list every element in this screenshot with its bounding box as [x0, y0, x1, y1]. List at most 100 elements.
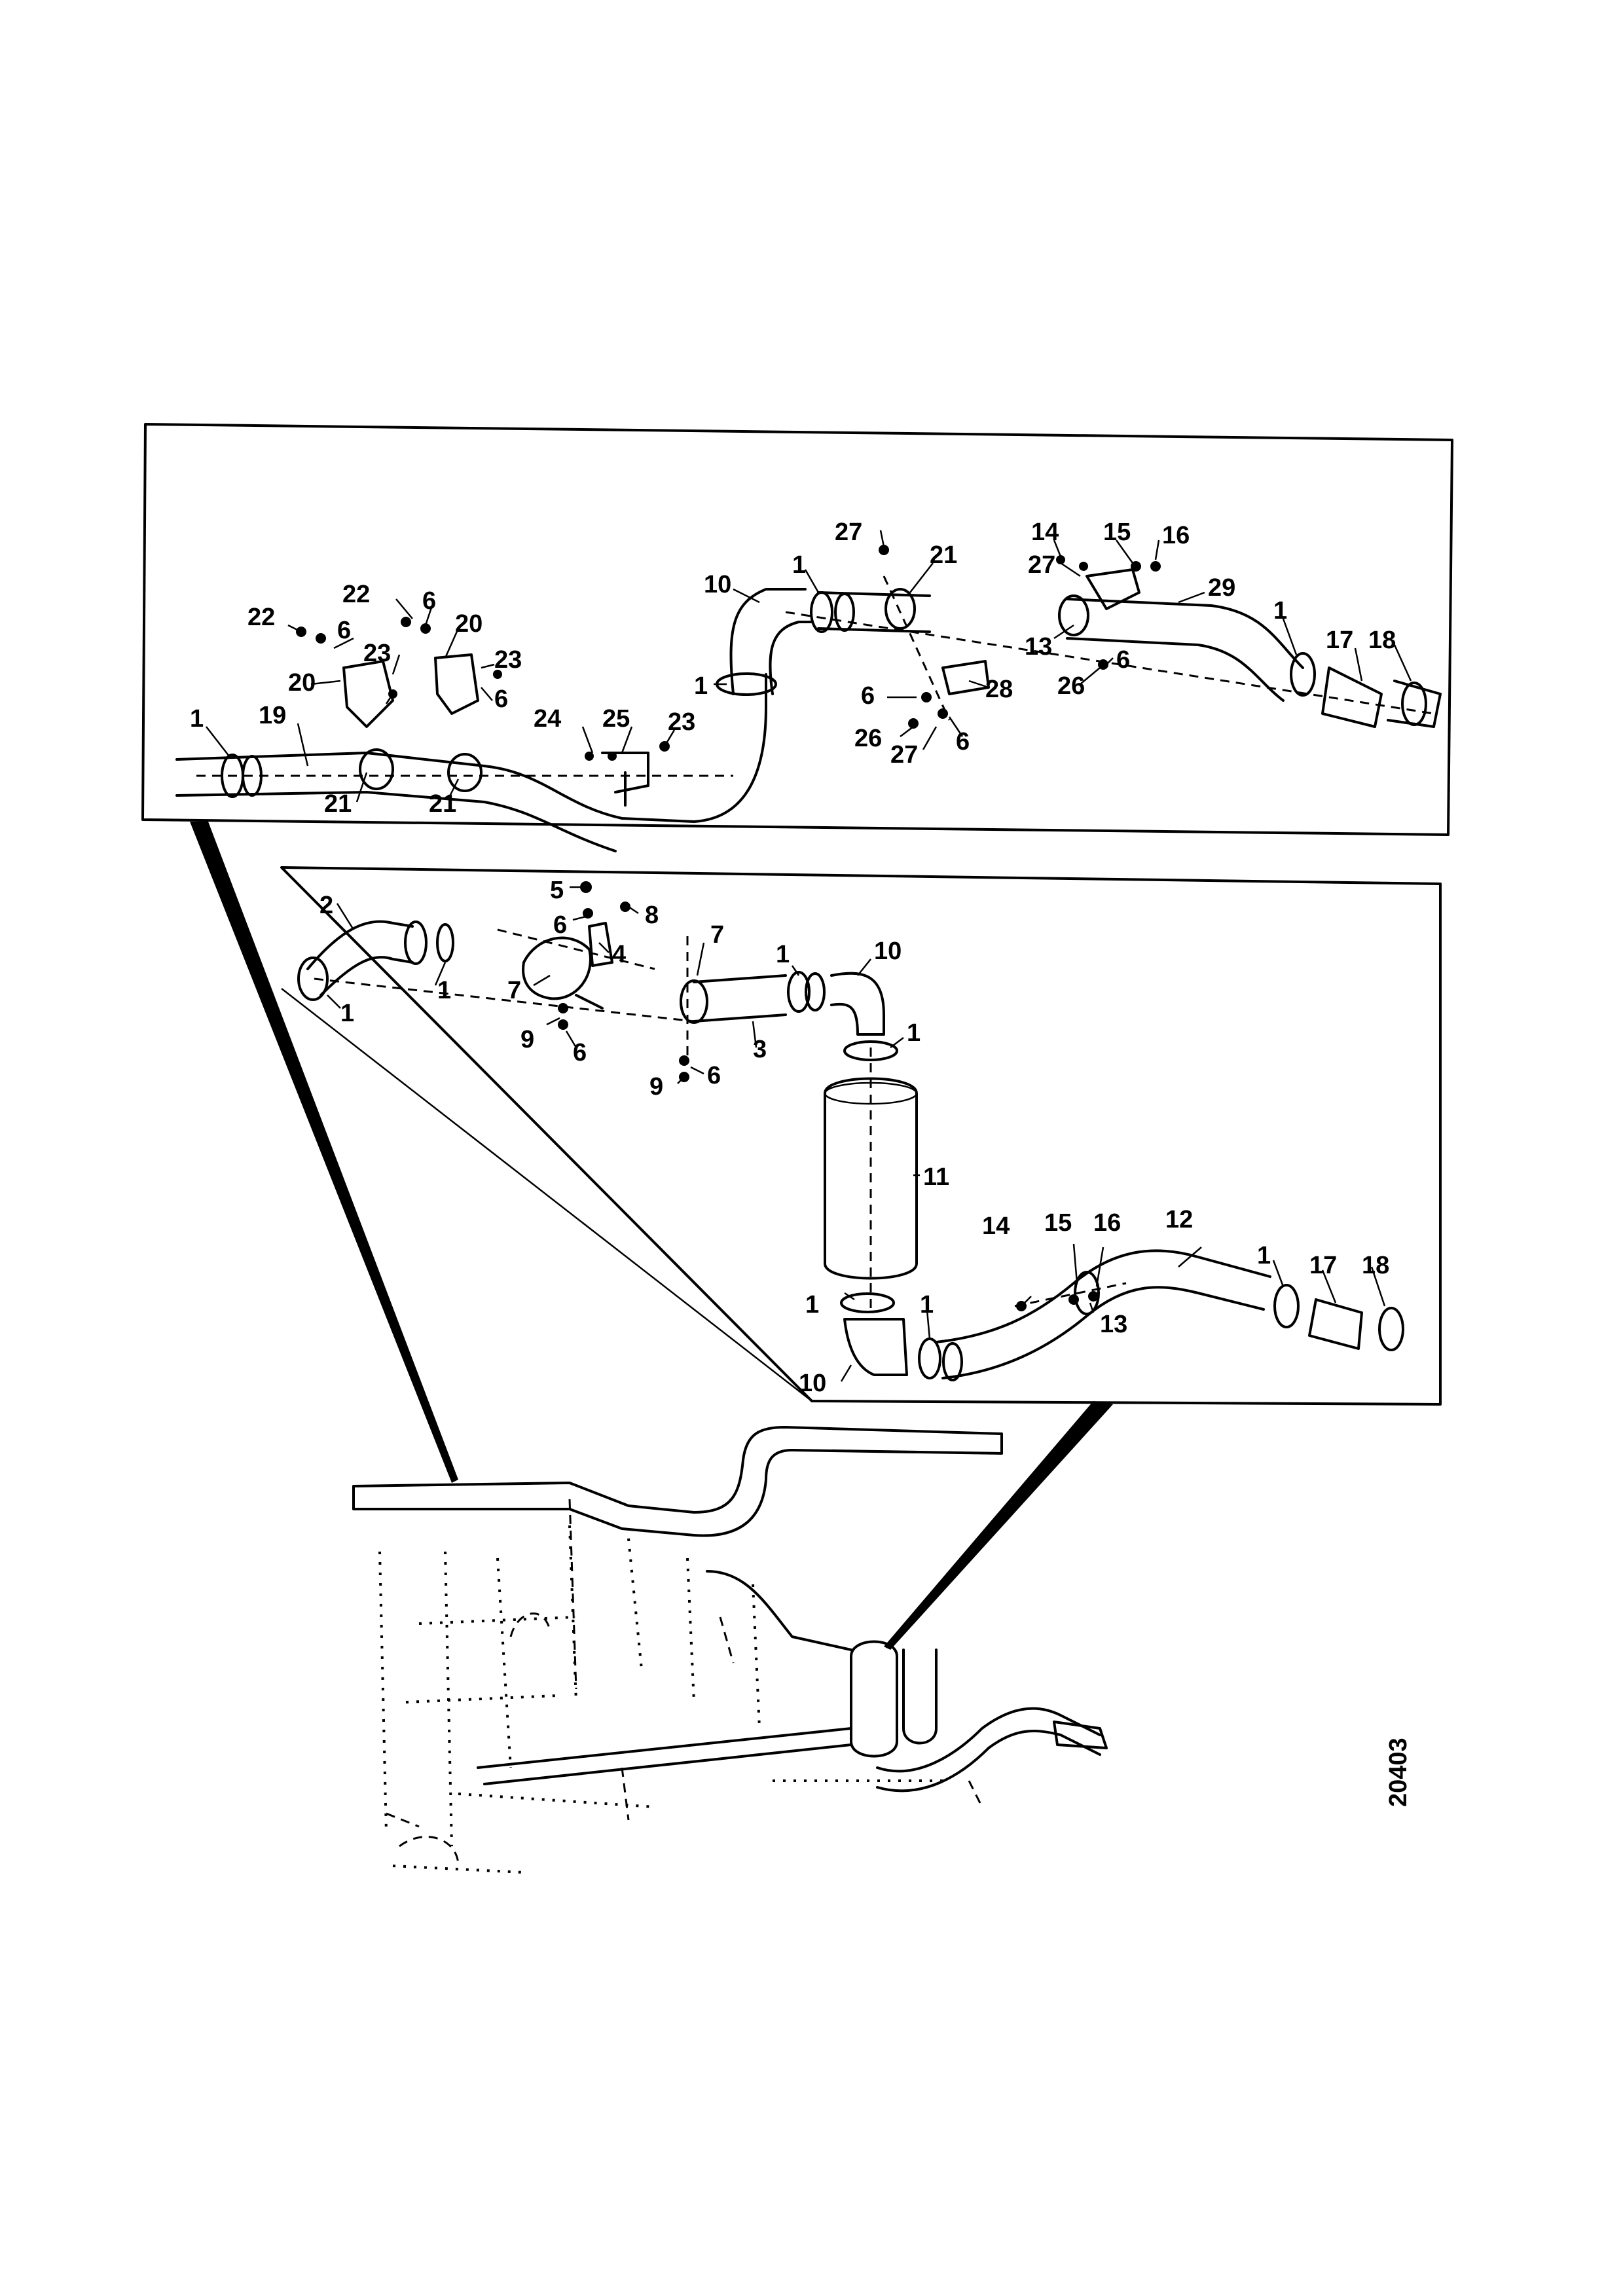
lower-leaders — [327, 886, 1386, 1382]
lower-label: 8 — [645, 902, 659, 929]
upper-label: 18 — [1368, 627, 1396, 654]
upper-clamp-mid-b — [834, 592, 855, 632]
upper-label: 17 — [1326, 627, 1353, 654]
upper-label: 15 — [1103, 519, 1131, 546]
lower-label: 1 — [907, 1019, 921, 1047]
lower-label: 3 — [753, 1036, 767, 1063]
upper-label: 27 — [1028, 551, 1055, 579]
lower-label: 1 — [776, 941, 790, 968]
upper-clamp-18 — [1401, 682, 1427, 726]
upper-hanger-20b — [434, 653, 479, 715]
lower-label: 10 — [799, 1370, 826, 1397]
upper-clamp-mid-a — [810, 591, 833, 633]
overview-chassis-dots — [378, 1525, 949, 1874]
lower-elbow-10-bottom — [843, 1318, 908, 1376]
upper-label: 27 — [835, 519, 862, 546]
upper-leaders — [206, 530, 1412, 803]
upper-hanger-28 — [941, 660, 990, 695]
lower-bracket-13 — [1074, 1271, 1100, 1315]
upper-label: 23 — [363, 640, 391, 667]
upper-label: 16 — [1162, 522, 1190, 549]
upper-callout-wedge — [190, 822, 458, 1483]
upper-label: 13 — [1025, 633, 1052, 661]
lower-label: 1 — [1257, 1242, 1271, 1269]
upper-panel-frame — [141, 423, 1453, 836]
figure-number: 20403 — [1385, 1738, 1412, 1807]
upper-label: 21 — [429, 790, 456, 818]
overview-muffler — [850, 1640, 938, 1758]
lower-label: 1 — [920, 1291, 934, 1319]
lower-label: 16 — [1093, 1209, 1121, 1237]
upper-label: 1 — [190, 705, 204, 733]
lower-rear-pipe — [935, 1249, 1271, 1379]
upper-hanger-20a — [342, 660, 394, 728]
lower-clamp-rear-b — [942, 1342, 963, 1381]
lower-label: 9 — [520, 1026, 534, 1053]
lower-clamp-front — [404, 920, 428, 965]
lower-fasteners — [558, 881, 1099, 1311]
overview-front-pipe — [477, 1570, 852, 1785]
lower-label: 15 — [1044, 1209, 1072, 1237]
upper-front-pipe — [175, 673, 767, 852]
lower-label: 1 — [340, 1000, 354, 1027]
lower-hanger-4 — [575, 922, 613, 1010]
lower-tailpipe-17 — [1308, 1298, 1363, 1350]
upper-label: 22 — [247, 604, 275, 631]
lower-label: 14 — [982, 1212, 1010, 1240]
lower-label: 6 — [707, 1062, 721, 1089]
upper-fasteners — [296, 545, 1161, 761]
upper-label: 6 — [1116, 646, 1130, 674]
lower-clamp-muffler-bottom — [840, 1292, 895, 1313]
lower-label: 2 — [319, 892, 333, 919]
lower-clamp-mid-b — [805, 972, 826, 1011]
upper-hanger-27 — [1085, 568, 1140, 610]
lower-label: 5 — [550, 877, 564, 904]
lower-mid-pipe — [693, 974, 787, 1023]
lower-label: 9 — [649, 1073, 663, 1101]
upper-label: 23 — [668, 708, 695, 736]
upper-bracket-21c — [884, 588, 916, 630]
overview-tail — [1053, 1721, 1108, 1749]
upper-label: 6 — [956, 728, 970, 756]
upper-label: 20 — [455, 610, 483, 638]
lower-flange-1 — [297, 957, 329, 1001]
upper-label: 21 — [930, 541, 957, 569]
lower-clamp-18 — [1378, 1307, 1404, 1351]
lower-label: 13 — [1100, 1311, 1127, 1338]
upper-label: 6 — [422, 587, 436, 615]
upper-label: 6 — [861, 682, 875, 710]
lower-label: 11 — [923, 1163, 949, 1191]
lower-label: 1 — [805, 1291, 819, 1319]
lower-panel: 2 1 1 5 6 8 4 7 9 6 7 1 10 3 9 6 1 11 14… — [280, 866, 1442, 1406]
lower-clamp-muffler-top — [843, 1040, 898, 1061]
upper-label: 21 — [324, 790, 352, 818]
upper-label: 29 — [1208, 574, 1235, 602]
lower-label: 7 — [507, 977, 521, 1004]
upper-label: 6 — [494, 685, 508, 713]
upper-rear-pipe — [1066, 598, 1304, 702]
lower-label: 6 — [553, 911, 567, 939]
upper-label: 22 — [342, 581, 370, 608]
upper-label: 1 — [694, 672, 708, 700]
upper-bracket-21b — [447, 753, 483, 792]
upper-label: 1 — [1273, 597, 1287, 625]
lower-callout-wedge — [884, 1401, 1113, 1650]
upper-label: 20 — [288, 669, 316, 697]
upper-label: 24 — [534, 705, 561, 733]
upper-label: 26 — [854, 725, 882, 752]
lower-label: 4 — [612, 941, 626, 968]
upper-label: 23 — [494, 646, 522, 674]
upper-panel: 1 19 21 20 22 6 23 22 6 20 23 6 21 24 25… — [141, 423, 1453, 852]
lower-clamp-mid — [787, 971, 811, 1013]
lower-centerlines — [314, 928, 1127, 1309]
lower-front-pipe — [306, 920, 414, 996]
lower-bracket-7 — [680, 979, 708, 1024]
upper-label: 14 — [1031, 519, 1059, 546]
lower-hanger-7 — [522, 936, 592, 1000]
upper-label: 25 — [602, 705, 630, 733]
lower-muffler-11 — [824, 1077, 918, 1280]
upper-bracket-13 — [1058, 594, 1089, 636]
upper-clamp-rear — [1290, 652, 1316, 697]
upper-label: 10 — [704, 571, 731, 598]
